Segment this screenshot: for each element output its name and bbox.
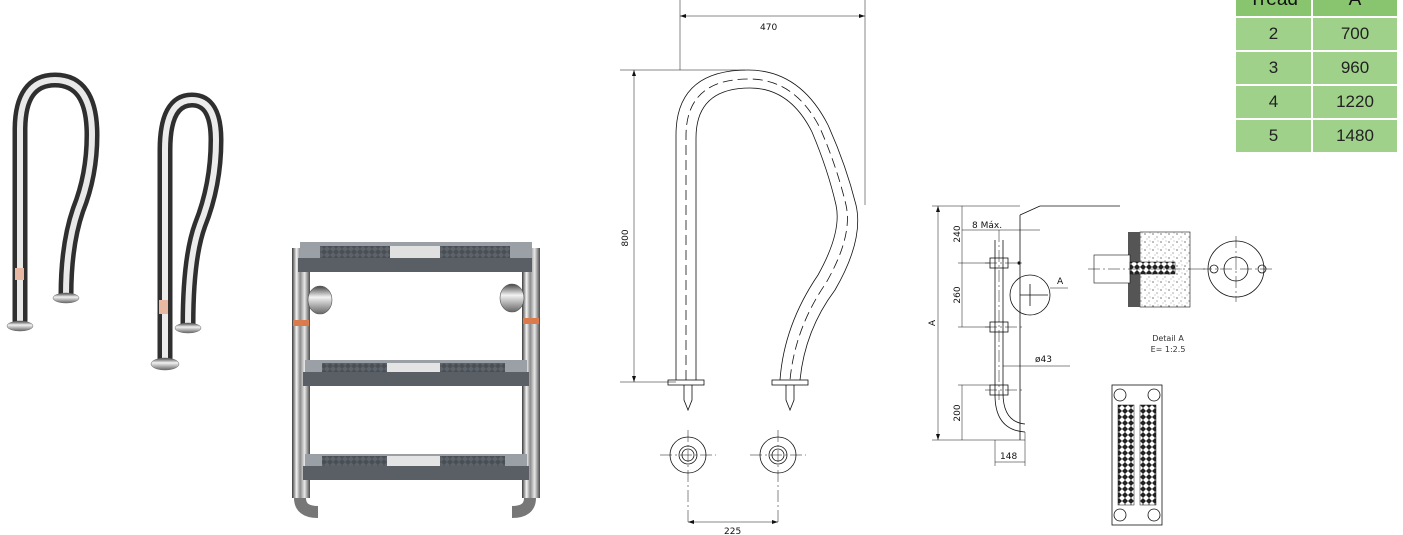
- detail-marker: A: [1057, 277, 1064, 287]
- table-cell: 1220: [1312, 85, 1399, 120]
- table-cell: 4: [1236, 85, 1313, 120]
- dim-total: A: [928, 319, 938, 326]
- handrail-drawing: [620, 0, 866, 525]
- table-header-row: Tread A: [1236, 0, 1399, 18]
- table-header-tread: Tread: [1236, 0, 1313, 18]
- handrail-photo-left: [6, 72, 100, 332]
- dim-bottom-gap: 200: [953, 404, 963, 421]
- dim-tube-diameter: ø43: [1035, 355, 1052, 365]
- table-cell: 3: [1236, 51, 1313, 86]
- table-cell: 960: [1312, 51, 1399, 86]
- detail-title: Detail A: [1152, 334, 1184, 343]
- detail-a-drawing: [1088, 231, 1275, 308]
- ladder-photo: [292, 242, 540, 518]
- table-header-a: A: [1312, 0, 1399, 18]
- tread-top-view: [1111, 384, 1163, 526]
- tread-table: Tread A 2 700 3 960 4 1220 5 1480: [1236, 0, 1399, 154]
- dim-height: 800: [621, 229, 631, 246]
- dim-width: 470: [760, 23, 777, 33]
- table-cell: 700: [1312, 17, 1399, 52]
- dim-base-spacing: 225: [724, 527, 741, 535]
- dim-mid-gap: 260: [953, 286, 963, 303]
- detail-scale: E= 1:2.5: [1151, 345, 1186, 354]
- section-drawing: [932, 205, 1120, 466]
- table-row: 5 1480: [1236, 119, 1399, 154]
- table-row: 4 1220: [1236, 85, 1399, 120]
- table-cell: 2: [1236, 17, 1313, 52]
- handrail-photo-right: [150, 92, 224, 371]
- dim-offset: 8 Máx.: [972, 221, 1002, 231]
- dim-foot-depth: 148: [1000, 452, 1017, 462]
- table-cell: 5: [1236, 119, 1313, 154]
- table-row: 2 700: [1236, 17, 1399, 52]
- table-cell: 1480: [1312, 119, 1399, 154]
- table-row: 3 960: [1236, 51, 1399, 86]
- dim-top-gap: 240: [953, 225, 963, 242]
